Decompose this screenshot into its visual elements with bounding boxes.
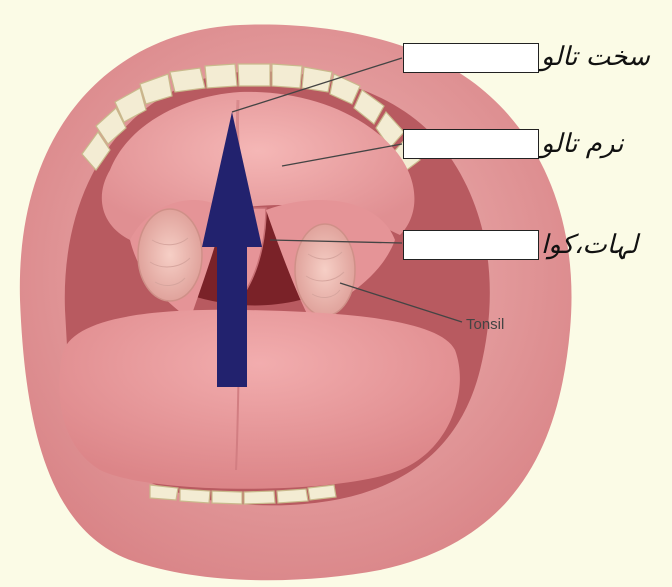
tonsil-right	[295, 224, 355, 316]
answer-box-soft-palate[interactable]	[403, 129, 539, 159]
answer-box-uvula[interactable]	[403, 230, 539, 260]
label-tonsil: Tonsil	[466, 316, 504, 333]
answer-box-hard-palate[interactable]	[403, 43, 539, 73]
tonsil-left	[138, 209, 202, 301]
label-hard-palate: سخت تالو	[541, 44, 650, 70]
tongue	[59, 310, 460, 489]
label-soft-palate: نرم تالو	[541, 131, 623, 157]
label-uvula: لہات،کوا	[541, 232, 638, 258]
